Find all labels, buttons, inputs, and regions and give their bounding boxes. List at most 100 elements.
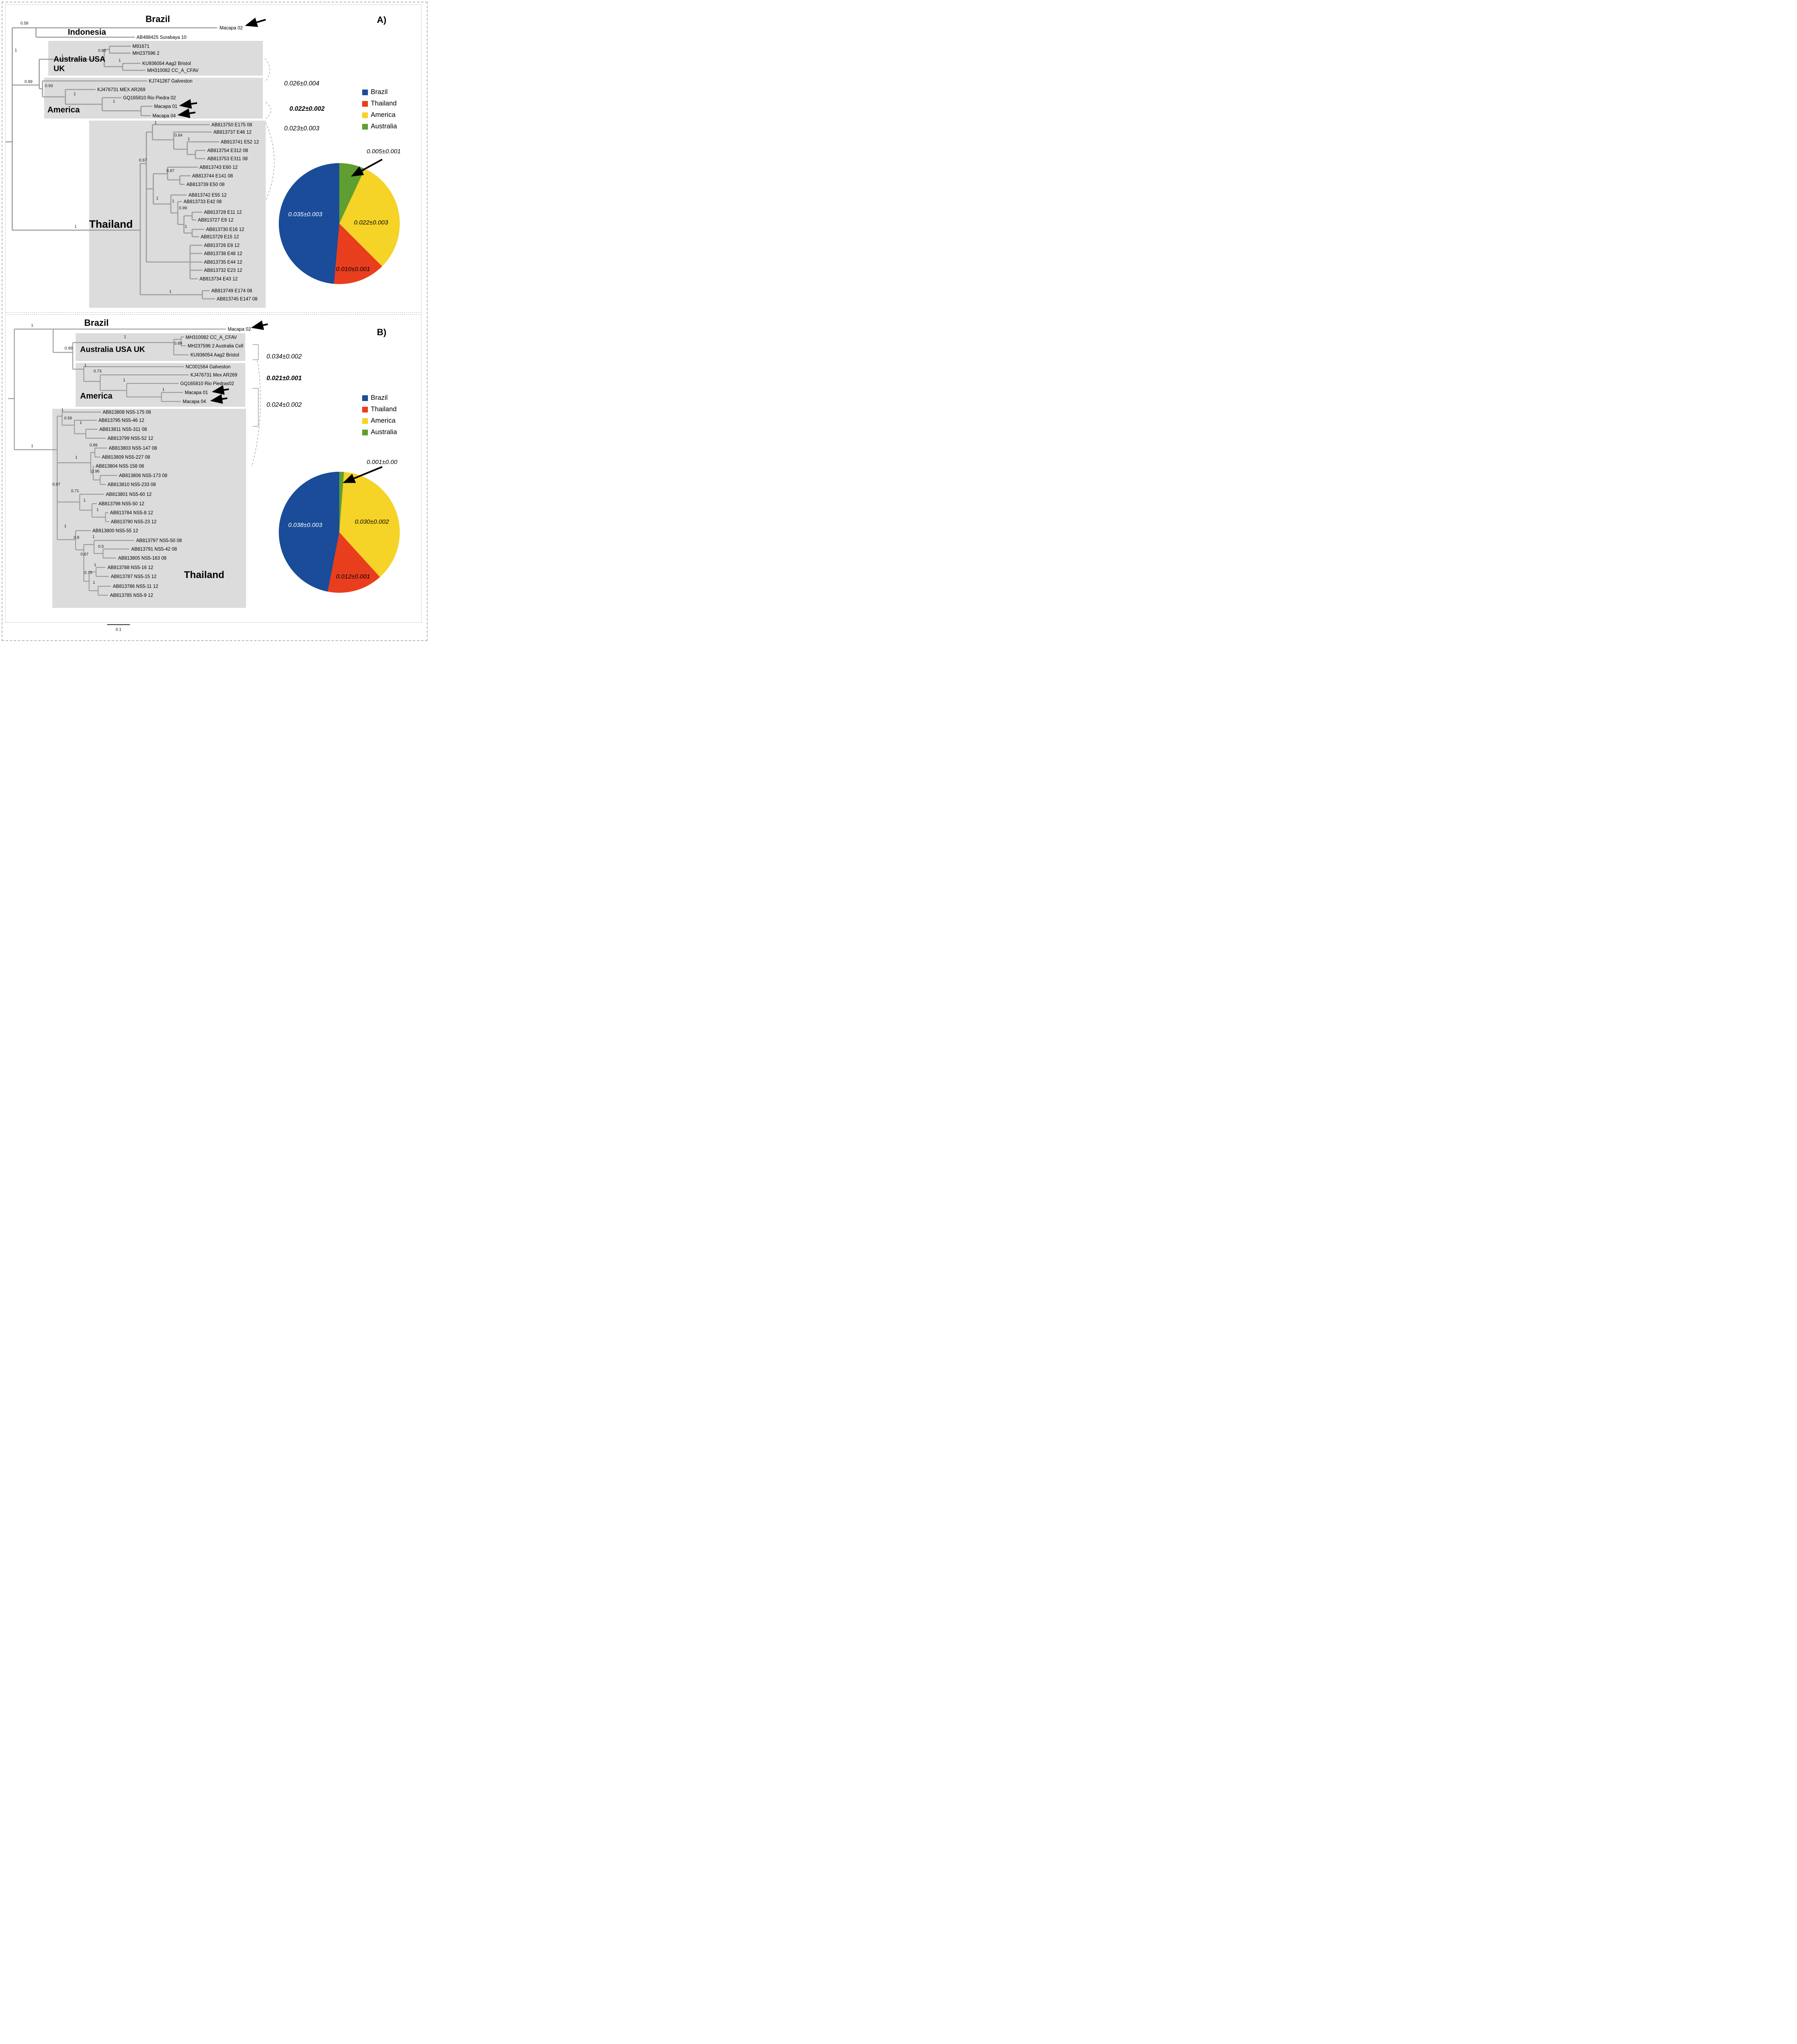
- bracket-b-macapa-group: [253, 388, 259, 427]
- pie-a-brazil-value: 0.035±0.003: [288, 211, 323, 218]
- pie-b-brazil-value: 0.038±0.003: [288, 522, 323, 529]
- tip-label: MH310082 CC_A_CFAV: [147, 68, 199, 73]
- support-value: 1: [172, 199, 175, 204]
- legend-label: Brazil: [371, 88, 388, 96]
- support-value: 0.99: [179, 206, 187, 211]
- distance-annotation-b-bottom: 0.024±0.002: [267, 401, 302, 408]
- legend-swatch-thailand: [362, 406, 368, 412]
- tip-label: AB813797 NS5-50 08: [136, 538, 182, 543]
- support-value: 0.58: [20, 21, 29, 26]
- tip-label: AB813795 NS5-46 12: [99, 418, 144, 423]
- tip-label: AB813738 E48 12: [204, 251, 242, 256]
- tip-label: AB813809 NS5-227 08: [102, 455, 150, 460]
- legend-item-thailand: Thailand: [362, 100, 397, 108]
- tip-label: Macapa 01: [185, 390, 208, 395]
- legend-item-thailand: Thailand: [362, 406, 397, 413]
- clade-label-australia-b: Australia USA UK: [80, 345, 145, 354]
- tip-label: Macapa 04: [183, 399, 206, 404]
- tip-label: KJ741267 Galveston: [149, 79, 193, 84]
- legend-item-brazil: Brazil: [362, 394, 397, 402]
- macapa-04-arrow-a: [177, 108, 196, 119]
- legend-label: Australia: [371, 123, 397, 130]
- legend-label: Thailand: [371, 406, 397, 413]
- tip-label: GQ165810 Rio Piedra 02: [123, 96, 176, 101]
- support-value: 1: [92, 535, 95, 539]
- tip-label: NC001564 Galveston: [186, 365, 231, 370]
- tip-label: AB813803 NS5-147 08: [109, 446, 157, 451]
- tip-label: AB813750 E175 08: [211, 123, 252, 128]
- support-value: 1: [31, 323, 34, 328]
- pie-chart-a: [279, 163, 400, 284]
- legend-label: Thailand: [371, 100, 397, 107]
- tip-label: AB813787 NS5-15 12: [111, 574, 157, 579]
- tip-label: GQ165810 Rio Piedras02: [180, 381, 234, 386]
- legend-label: America: [371, 111, 396, 119]
- clade-label-america-b: America: [80, 392, 113, 401]
- figure-canvas: 0.035±0.003 0.022±0.003 0.010±0.001 0.00…: [0, 0, 429, 643]
- clade-label-brazil-b: Brazil: [84, 318, 109, 328]
- tip-label: AB813733 E42 08: [184, 199, 222, 204]
- support-value: 0.99: [25, 80, 33, 84]
- support-value: 0.89: [174, 341, 182, 346]
- tip-label: MH237596 2: [132, 51, 159, 56]
- pie-b-australia-callout-arrow: [343, 466, 383, 483]
- tip-label: AB813727 E9 12: [198, 218, 233, 223]
- pie-a-australia-callout-arrow: [351, 159, 383, 177]
- macapa-04-arrow-b: [210, 394, 228, 404]
- tip-label: AB813810 NS5-233 08: [108, 482, 156, 487]
- legend-label: America: [371, 417, 396, 424]
- support-value: 0.75: [84, 571, 92, 575]
- tip-label: Macapa 04: [152, 114, 176, 119]
- support-value: 1: [155, 121, 157, 125]
- pie-chart-b: [279, 472, 400, 593]
- support-value: 0.67: [139, 158, 147, 163]
- support-value: 0.67: [81, 552, 89, 557]
- tip-label: AB813805 NS5-163 08: [118, 556, 166, 561]
- tip-label: AB813799 NS5-52 12: [108, 436, 153, 441]
- support-value: 1: [74, 224, 77, 229]
- clade-label-brazil-a: Brazil: [146, 14, 170, 24]
- support-value: 1: [74, 92, 76, 96]
- bracket-b-australia-group: [253, 344, 259, 360]
- pie-a-australia-value: 0.005±0.001: [367, 148, 401, 155]
- support-value: 1: [123, 378, 125, 383]
- tip-label: Macapa 02: [220, 26, 243, 31]
- pie-b-thailand-value: 0.012±0.001: [336, 573, 370, 580]
- macapa-02-arrow-b: [251, 320, 268, 330]
- tip-label: AB813729 E15 12: [201, 235, 239, 240]
- tip-label: AB813785 NS5-9 12: [110, 593, 153, 598]
- tree-b-branches: [8, 328, 226, 596]
- tip-label: AB813730 E16 12: [206, 227, 244, 232]
- support-value: 1: [80, 421, 82, 425]
- tree-a-branches: [6, 27, 219, 300]
- clade-label-australia-a-line2: UK: [54, 65, 65, 73]
- support-value: 1: [83, 498, 86, 503]
- support-value: 1: [94, 563, 96, 567]
- phylogeny-overlay: Brazil Indonesia Australia USA UK Americ…: [6, 14, 383, 632]
- tip-label: AB813800 NS5-55 12: [92, 529, 138, 533]
- support-value: 1: [61, 408, 64, 412]
- support-value: 1: [61, 54, 64, 58]
- support-value: 1: [156, 196, 159, 201]
- tip-label: AB813791 NS5-42 08: [131, 547, 177, 552]
- tip-label: AB813788 NS5-16 12: [108, 565, 153, 570]
- distance-annotation-a-bottom: 0.023±0.003: [284, 125, 320, 132]
- tip-label: KU936054 Aag2 Bristol: [190, 353, 239, 358]
- tip-label: AB488425 Surabaya 10: [137, 35, 186, 40]
- brace-a-australia-group: [264, 58, 270, 82]
- pie-a-america-value: 0.022±0.003: [354, 219, 388, 226]
- macapa-02-arrow-a: [245, 18, 266, 27]
- legend-b: Brazil Thailand America Australia: [362, 394, 397, 440]
- macapa-01-arrow-b: [212, 385, 229, 395]
- support-value: 1: [93, 580, 95, 585]
- clade-box-america-a: [44, 78, 263, 119]
- scale-bar-value: 0.1: [116, 628, 121, 632]
- brace-a-america-group: [265, 102, 271, 119]
- clade-label-thailand-b: Thailand: [184, 569, 224, 580]
- tip-label: AB813732 E23 12: [204, 268, 242, 273]
- legend-item-australia: Australia: [362, 123, 397, 130]
- support-value: 1: [15, 48, 17, 53]
- panel-b-label: B): [377, 327, 387, 337]
- legend-item-australia: Australia: [362, 428, 397, 436]
- tip-label: AB813745 E147 08: [217, 297, 258, 302]
